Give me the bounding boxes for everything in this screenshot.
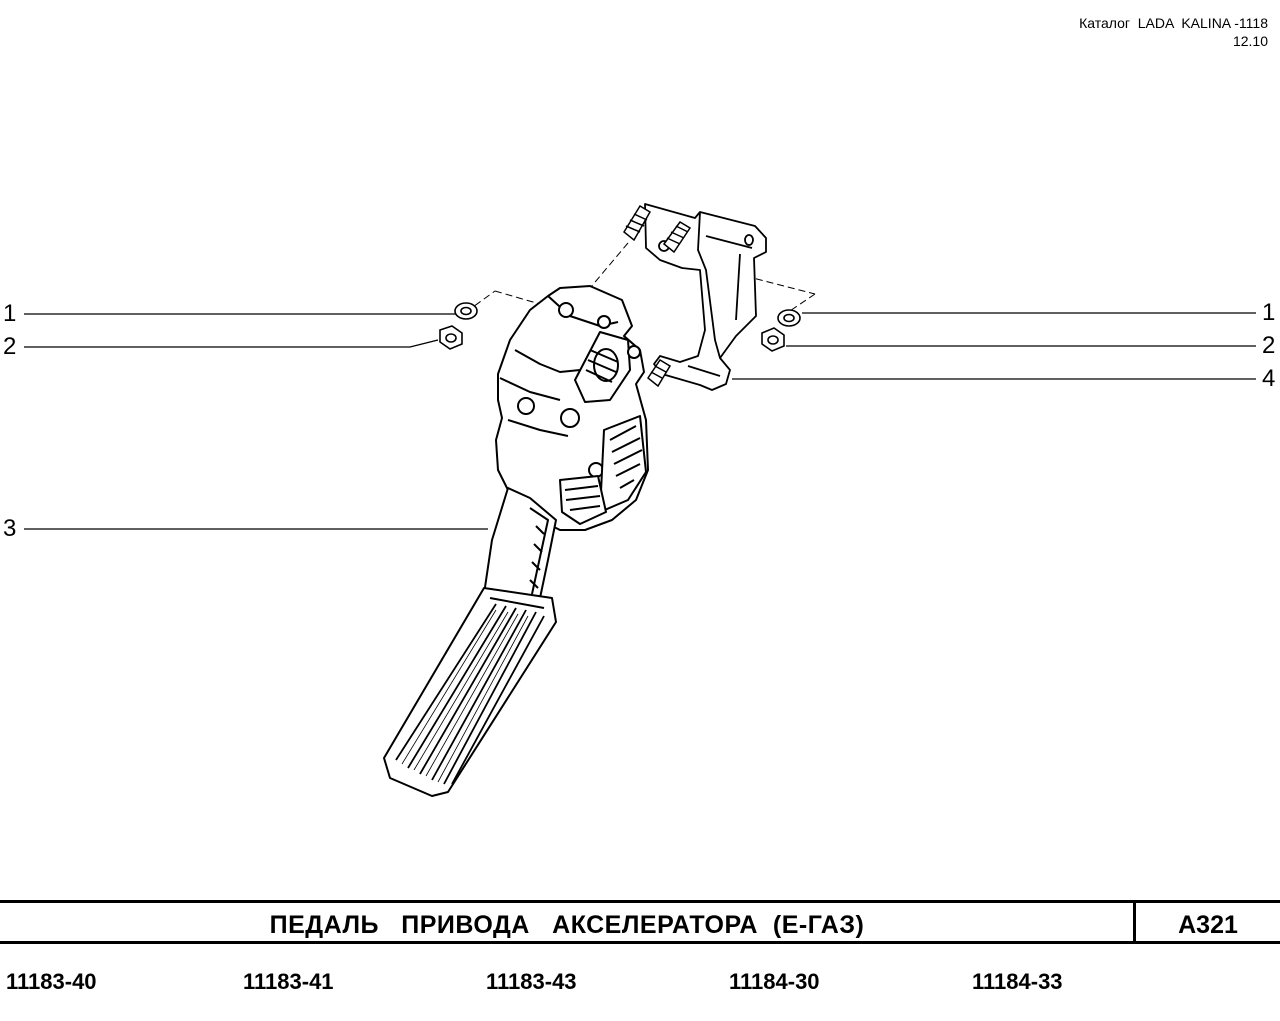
title-bar: ПЕДАЛЬ ПРИВОДА АКСЕЛЕРАТОРА (Е-ГАЗ) А321 <box>0 900 1280 944</box>
pedal-pad <box>383 587 557 797</box>
accelerator-pedal-diagram <box>24 203 1256 797</box>
page-code: А321 <box>1178 911 1238 939</box>
washer-right <box>777 309 801 327</box>
callout-4: 4 <box>1262 365 1276 392</box>
pedal-housing <box>495 285 649 531</box>
washer-left <box>454 302 478 320</box>
model-code: 11184-33 <box>972 969 1063 994</box>
nut-left <box>439 325 463 350</box>
model-list: 11183-40 11183-41 11183-43 11184-30 1118… <box>0 968 1280 998</box>
catalog-name: Каталог LADA KALINA -1118 <box>1079 15 1268 31</box>
model-code: 11183-43 <box>486 969 577 994</box>
callout-2-right: 2 <box>1262 332 1276 359</box>
model-code: 11183-40 <box>6 969 97 994</box>
leader-line-2-left <box>24 339 439 348</box>
diagram-title: ПЕДАЛЬ ПРИВОДА АКСЕЛЕРАТОРА (Е-ГАЗ) <box>269 911 865 939</box>
catalog-header: Каталог LADA KALINA -1118 12.10 <box>1079 14 1268 50</box>
assembly-dashed-lines <box>465 242 816 326</box>
callout-1-right: 1 <box>1262 299 1276 326</box>
model-code: 11183-41 <box>243 969 334 994</box>
model-code: 11184-30 <box>729 969 820 994</box>
leader-lines <box>24 312 1256 530</box>
callout-2-left: 2 <box>3 333 17 360</box>
callout-1-left: 1 <box>3 300 17 327</box>
studs <box>623 204 692 388</box>
callout-3: 3 <box>3 515 17 542</box>
catalog-date: 12.10 <box>1232 33 1268 49</box>
title-divider <box>1133 903 1136 941</box>
nut-right <box>761 327 785 352</box>
